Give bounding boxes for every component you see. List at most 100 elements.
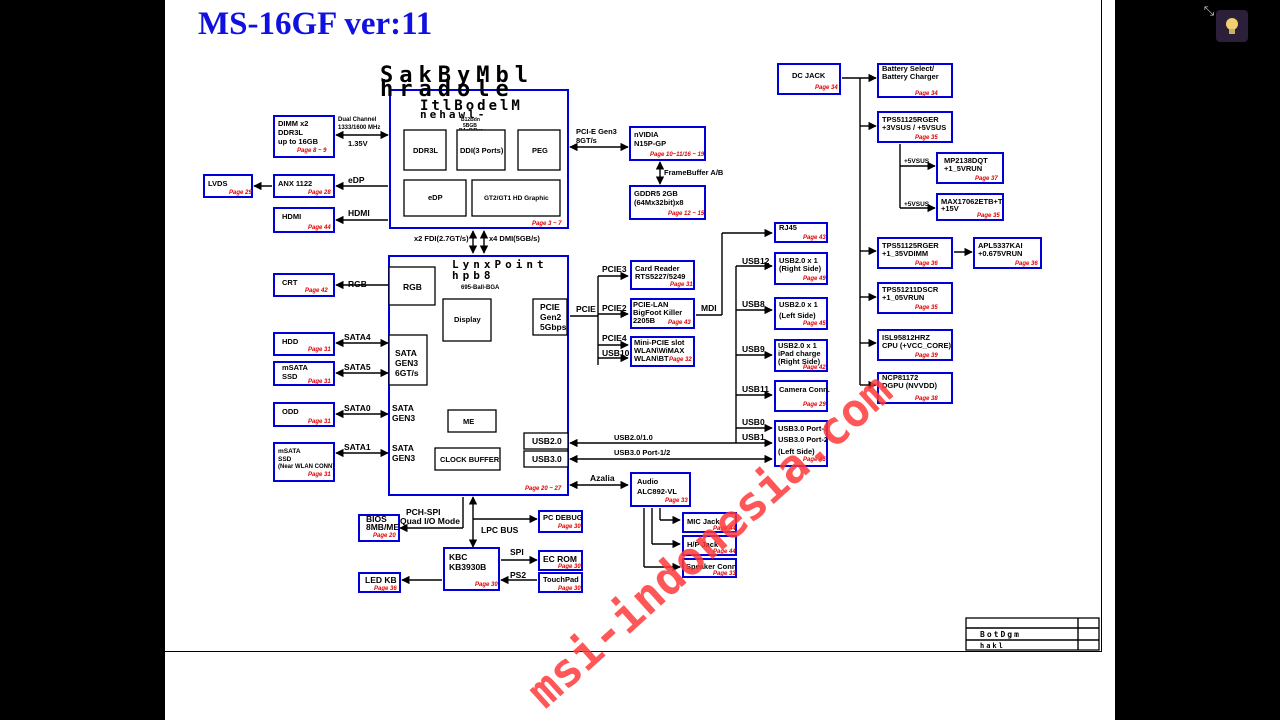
max-box xyxy=(936,193,1004,221)
max-2: +15V xyxy=(941,204,959,213)
bat-1: Battery Select/ xyxy=(882,64,935,73)
bat-2: Battery Charger xyxy=(882,72,939,81)
collapse-icon[interactable]: ⤡ xyxy=(1203,3,1215,18)
cpu-heading-3: ItlBodelM xyxy=(420,98,523,114)
sata0-label: SATA0 xyxy=(344,403,371,413)
pch-me-label: ME xyxy=(463,417,474,426)
cpu-edp-label: eDP xyxy=(428,193,443,202)
ncp-1: NCP81172 xyxy=(882,373,918,382)
dmi-label: x4 DMI(5GB/s) xyxy=(489,234,540,243)
crt-page: Page 42 xyxy=(305,288,328,294)
pch-sata3-2: GEN3 xyxy=(392,453,415,463)
battery-box xyxy=(877,63,953,98)
camera-label: Camera Conn. xyxy=(779,385,830,394)
lightbulb-icon[interactable] xyxy=(1216,10,1248,42)
mdi-label: MDI xyxy=(701,303,717,313)
mic-page: Page 44 xyxy=(713,526,736,532)
odd-page: Page 31 xyxy=(308,419,331,425)
spk-label: Speaker Conn xyxy=(686,562,737,571)
mp-page: Page 37 xyxy=(975,176,998,182)
cpu-heading-1: SakByMbl xyxy=(380,63,534,88)
ledkb-box xyxy=(358,572,401,593)
audio-page: Page 33 xyxy=(665,498,688,504)
kbc-2: KB3930B xyxy=(449,562,486,572)
max-1: MAX17062ETB+T xyxy=(941,197,1003,206)
usb30-1: USB3.0 Port-1 xyxy=(778,424,828,433)
gpu-box xyxy=(629,126,706,161)
usb10-label: USB10 xyxy=(602,348,630,358)
kbc-box xyxy=(443,547,500,591)
usb8-1: USB2.0 x 1 xyxy=(779,300,818,309)
azalia-label: Azalia xyxy=(590,473,615,483)
usb30-box xyxy=(774,420,828,467)
pcie2-label: PCIE2 xyxy=(602,303,627,313)
pch-clock-label: CLOCK BUFFER xyxy=(440,455,500,464)
hp-page: Page 44 xyxy=(713,549,736,555)
pcdebug-label: PC DEBUG xyxy=(543,513,583,522)
cpu-pkg-1: B12Bdn xyxy=(461,117,480,123)
hdmi-link-label: HDMI xyxy=(348,208,370,218)
lpc-label: LPC BUS xyxy=(481,525,519,535)
usb8-page: Page 45 xyxy=(803,321,826,327)
usb20-bus-label: USB2.0/1.0 xyxy=(614,433,653,442)
lan-2: BigFoot Killer xyxy=(633,308,682,317)
spk-box xyxy=(682,558,737,578)
lvds-page: Page 29 xyxy=(229,190,252,196)
gddr-2: (64Mx32bit)x8 xyxy=(634,198,684,207)
usb30-bus-label: USB3.0 Port-1/2 xyxy=(614,448,670,457)
gddr-page: Page 12 ~ 15 xyxy=(668,211,705,217)
max-page: Page 35 xyxy=(977,213,1000,219)
usb12-page: Page 49 xyxy=(803,276,826,282)
tps3-1: TPS51211DSCR xyxy=(882,285,939,294)
pch-sata3-1: SATA xyxy=(392,443,414,453)
usb11-label: USB11 xyxy=(742,384,769,394)
isl-page: Page 39 xyxy=(915,353,938,359)
msata1-1: mSATA xyxy=(282,363,309,372)
cpu-edp-box xyxy=(403,179,467,217)
usb0-label: USB0 xyxy=(742,417,765,427)
pch-sata1-2: GEN3 xyxy=(395,358,418,368)
ledkb-page: Page 36 xyxy=(374,586,397,592)
msata2-1: mSATA xyxy=(278,448,301,455)
dimm-3: up to 16GB xyxy=(278,137,319,146)
audio-1: Audio xyxy=(637,477,659,486)
card-1: Card Reader xyxy=(635,264,680,273)
cpu-gfx-label: GT2/GT1 HD Graphic xyxy=(484,195,549,202)
gpu-pcie-label: PCI-E Gen3 xyxy=(576,127,617,136)
kbc-1: KBC xyxy=(449,552,467,562)
camera-page: Page 29 xyxy=(803,402,826,408)
usb8-2: (Left Side) xyxy=(779,311,816,320)
lan-3: 2205B xyxy=(633,316,656,325)
usb8-label: USB8 xyxy=(742,299,765,309)
lvds-box xyxy=(203,174,253,198)
lvds-label: LVDS xyxy=(208,179,227,188)
ledkb-label: LED KB xyxy=(365,575,397,585)
msata1-2: SSD xyxy=(282,372,298,381)
ecrom-box xyxy=(538,550,583,571)
bios-2: 8MB/ME xyxy=(366,522,399,532)
mic-label: MIC Jack xyxy=(687,517,720,526)
pcdebug-box xyxy=(538,510,583,533)
pcie-label: PCIE xyxy=(576,304,596,314)
card-page: Page 31 xyxy=(670,282,693,288)
pch-sata1-3: 6GT/s xyxy=(395,368,419,378)
cpu-ddi-box xyxy=(456,129,506,171)
anx-box xyxy=(273,174,335,198)
usb9-page: Page 42 xyxy=(803,365,826,371)
usb30-2: USB3.0 Port-2 xyxy=(778,435,828,444)
touchpad-label: TouchPad xyxy=(543,575,579,584)
cpu-heading-2: hradole xyxy=(380,77,515,102)
rj45-label: RJ45 xyxy=(779,223,797,232)
tps1-box xyxy=(877,111,953,143)
dcjack-box xyxy=(777,63,841,95)
sheet-border xyxy=(165,0,1102,652)
msata2-page: Page 31 xyxy=(308,472,331,478)
pch-me-box xyxy=(447,409,497,433)
card-2: RTS5227/5249 xyxy=(635,272,685,281)
usb12-1: USB2.0 x 1 xyxy=(779,256,818,265)
edp-link-label: eDP xyxy=(348,175,365,185)
spi-label: SPI xyxy=(510,547,524,557)
lan-1: PCIE-LAN xyxy=(633,300,668,309)
pch-usb30-label: USB3.0 xyxy=(532,454,562,464)
